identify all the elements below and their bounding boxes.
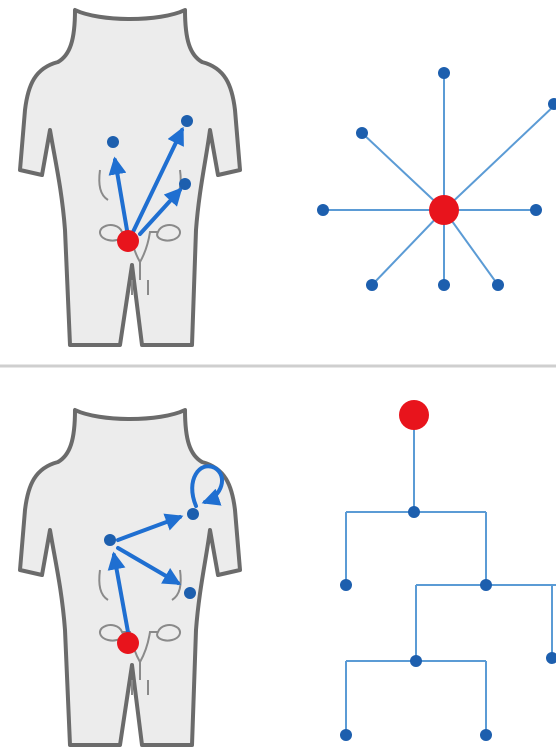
tree-graph [340,400,556,741]
bottom-secondary-node [104,534,116,546]
star-graph-edges [323,73,556,285]
tree-leaf-node [546,652,556,664]
star-leaf-node [366,279,378,291]
bottom-secondary-node [184,587,196,599]
bottom-primary-node [117,632,139,654]
bottom-body-figure [20,410,240,745]
bottom-secondary-node [187,508,199,520]
tree-internal-nodes [408,506,492,667]
top-secondary-node [181,115,193,127]
tree-leaf-node [480,729,492,741]
top-body-figure [20,10,240,345]
top-primary-node [117,230,139,252]
star-center-node [429,195,459,225]
tree-internal-node [480,579,492,591]
tree-root-node [399,400,429,430]
star-graph [317,67,556,291]
star-graph-leaf-nodes [317,67,556,291]
tree-leaf-node [340,579,352,591]
star-leaf-node [530,204,542,216]
top-secondary-node [179,178,191,190]
tree-graph-edges [346,415,556,735]
star-leaf-node [438,67,450,79]
star-leaf-node [438,279,450,291]
star-leaf-node [317,204,329,216]
star-leaf-node [356,127,368,139]
star-leaf-node [492,279,504,291]
top-secondary-node [107,136,119,148]
star-leaf-node [548,98,556,110]
tree-internal-node [410,655,422,667]
tree-internal-node [408,506,420,518]
tree-leaf-node [340,729,352,741]
